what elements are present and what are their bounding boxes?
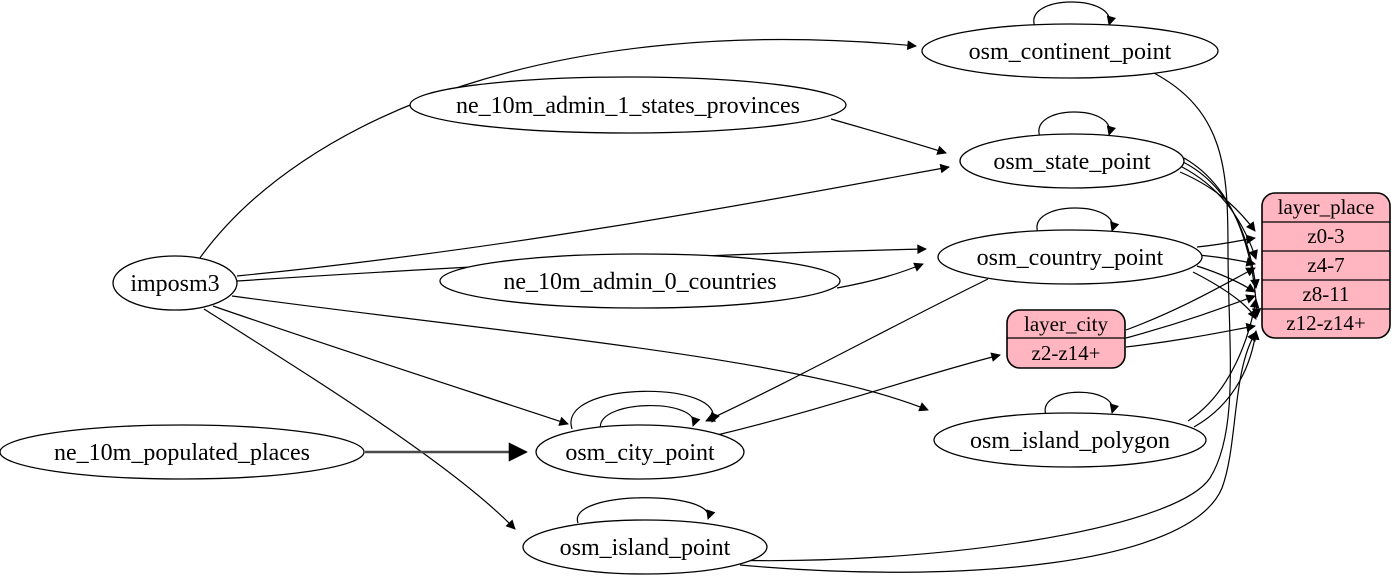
edge-continent-island-point-link bbox=[722, 71, 1231, 562]
edge-state-z8-11 bbox=[1182, 161, 1260, 289]
country-ellipse bbox=[937, 229, 1203, 285]
self-loop-state bbox=[1038, 111, 1116, 138]
layer-city-box bbox=[1006, 309, 1126, 369]
edge-imposm3-city bbox=[212, 305, 569, 426]
layer-city-title: layer_city bbox=[1024, 312, 1108, 336]
island-point-label: osm_island_point bbox=[560, 535, 731, 561]
self-loop-city-outer bbox=[570, 390, 720, 430]
node-osm-city-point: osm_city_point bbox=[535, 424, 745, 480]
edge-island-polygon-z12-z14 bbox=[1193, 330, 1260, 428]
state-ellipse bbox=[959, 133, 1185, 189]
edge-country-city bbox=[705, 278, 989, 422]
ne-countries-ellipse bbox=[439, 253, 841, 309]
imposm3-ellipse bbox=[112, 255, 238, 311]
edge-country-z4-7 bbox=[1198, 254, 1256, 267]
layer-place-row-z12-z14: z12-z14+ bbox=[1286, 311, 1365, 335]
node-osm-continent-point: osm_continent_point bbox=[921, 23, 1219, 79]
self-loop-city-inner bbox=[600, 405, 701, 432]
island-polygon-ellipse bbox=[933, 412, 1207, 468]
edge-state-z12-z14 bbox=[1183, 157, 1262, 318]
edge-imposm3-state bbox=[236, 163, 950, 277]
continent-ellipse bbox=[921, 23, 1219, 79]
edge-layer-city-z12-z14 bbox=[1125, 322, 1256, 348]
layer-city-row-z2-z14: z2-z14+ bbox=[1032, 341, 1101, 365]
edge-state-z0-3 bbox=[1179, 171, 1256, 232]
city-ellipse bbox=[535, 424, 745, 480]
edge-layer-city-z4-7 bbox=[1125, 267, 1256, 331]
self-loop-island-point bbox=[577, 497, 716, 524]
record-layer-place: layer_place z0-3 z4-7 z8-11 z12-z14+ bbox=[1261, 192, 1391, 339]
edge-country-z12-z14 bbox=[1192, 271, 1257, 320]
ne-states-label: ne_10m_admin_1_states_provinces bbox=[456, 93, 800, 119]
self-loop-island-polygon bbox=[1044, 391, 1119, 416]
edges bbox=[196, 1, 1262, 573]
record-layer-city: layer_city z2-z14+ bbox=[1006, 309, 1126, 369]
layer-place-row-z0-3: z0-3 bbox=[1307, 224, 1344, 248]
edge-imposm3-island-point bbox=[203, 308, 516, 530]
imposm3-label: imposm3 bbox=[130, 271, 219, 297]
edge-island-point-z12-z14 bbox=[739, 331, 1257, 573]
edge-ne-states-state bbox=[830, 118, 947, 155]
edge-city-layer-city bbox=[712, 352, 1001, 437]
state-label: osm_state_point bbox=[993, 149, 1151, 175]
layer-place-title: layer_place bbox=[1278, 195, 1375, 219]
ne-states-ellipse bbox=[409, 76, 847, 134]
edge-state-z4-7 bbox=[1181, 166, 1258, 260]
island-point-ellipse bbox=[522, 519, 768, 575]
node-osm-island-polygon: osm_island_polygon bbox=[933, 412, 1207, 468]
layer-place-row-z8-11: z8-11 bbox=[1302, 282, 1349, 306]
edge-imposm3-continent bbox=[196, 38, 917, 263]
edge-country-z0-3 bbox=[1196, 234, 1256, 248]
island-polygon-label: osm_island_polygon bbox=[970, 428, 1170, 454]
node-imposm3: imposm3 bbox=[112, 255, 238, 311]
node-ne-10m-admin-0-countries: ne_10m_admin_0_countries bbox=[439, 253, 841, 309]
ne-places-label: ne_10m_populated_places bbox=[54, 440, 310, 466]
edge-ne-countries-country bbox=[836, 262, 924, 289]
node-osm-island-point: osm_island_point bbox=[522, 519, 768, 575]
layer-place-box bbox=[1261, 192, 1391, 339]
node-ne-10m-admin-1-states-provinces: ne_10m_admin_1_states_provinces bbox=[409, 76, 847, 134]
layer-place-row-z4-7: z4-7 bbox=[1307, 253, 1344, 277]
ne-places-ellipse bbox=[0, 424, 365, 480]
self-loop-continent bbox=[1033, 1, 1116, 28]
node-osm-country-point: osm_country_point bbox=[937, 229, 1203, 285]
self-loop-country bbox=[1036, 207, 1120, 234]
continent-label: osm_continent_point bbox=[969, 39, 1172, 65]
node-ne-10m-populated-places: ne_10m_populated_places bbox=[0, 424, 365, 480]
city-label: osm_city_point bbox=[565, 440, 715, 466]
country-label: osm_country_point bbox=[977, 245, 1164, 271]
ne-countries-label: ne_10m_admin_0_countries bbox=[503, 269, 776, 295]
edge-imposm3-island-polygon bbox=[231, 295, 929, 412]
edge-layer-city-z8-11 bbox=[1125, 294, 1256, 339]
node-osm-state-point: osm_state_point bbox=[959, 133, 1185, 189]
edge-island-polygon-z8-11 bbox=[1187, 298, 1260, 422]
